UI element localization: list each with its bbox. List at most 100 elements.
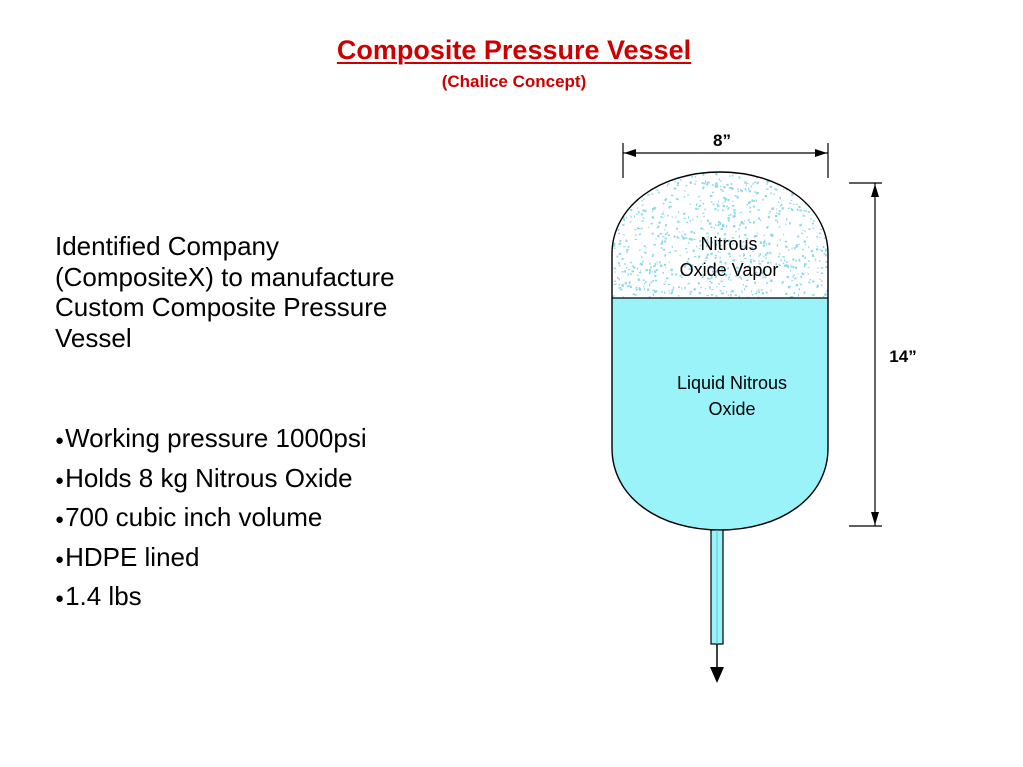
vapor-speckle: [621, 284, 624, 287]
vapor-speckle: [720, 280, 723, 283]
vapor-speckle: [753, 260, 756, 262]
vapor-speckle: [699, 195, 701, 197]
vapor-speckle: [730, 291, 733, 293]
vapor-speckle: [792, 258, 795, 261]
vapor-speckle: [635, 288, 638, 291]
vapor-speckle: [751, 294, 754, 296]
vapor-speckle: [643, 286, 645, 288]
vapor-speckle: [775, 263, 777, 266]
vapor-speckle: [816, 213, 819, 216]
vapor-speckle: [766, 281, 768, 284]
vapor-speckle: [721, 190, 724, 192]
vapor-speckle: [685, 185, 688, 187]
vapor-speckle: [757, 209, 760, 211]
vapor-speckle: [652, 289, 655, 292]
vapor-speckle: [762, 277, 764, 279]
vapor-speckle: [767, 179, 770, 182]
vapor-speckle: [791, 247, 793, 250]
vapor-speckle: [817, 172, 819, 174]
vapor-speckle: [640, 173, 644, 176]
vapor-speckle: [766, 182, 768, 185]
vapor-speckle: [702, 237, 704, 239]
vapor-speckle: [699, 244, 702, 247]
vapor-speckle: [804, 263, 807, 265]
vapor-speckle: [822, 194, 824, 196]
vapor-speckle: [651, 193, 654, 195]
vapor-speckle: [797, 273, 799, 275]
vapor-speckle: [647, 183, 650, 186]
vapor-speckle: [614, 283, 617, 285]
vapor-speckle: [648, 283, 651, 287]
vapor-speckle: [629, 261, 633, 264]
vapor-speckle: [753, 173, 755, 175]
vapor-speckle: [667, 214, 669, 217]
vapor-speckle: [810, 175, 812, 177]
vapor-speckle: [702, 273, 704, 277]
vapor-speckle: [804, 192, 806, 194]
vapor-speckle: [676, 184, 679, 186]
vapor-speckle: [803, 264, 806, 268]
vapor-speckle: [781, 207, 784, 210]
vapor-speckle: [613, 196, 615, 198]
vapor-speckle: [708, 273, 710, 276]
vapor-speckle: [722, 205, 725, 208]
vapor-speckle: [717, 232, 719, 235]
vapor-speckle: [720, 188, 723, 191]
vapor-speckle: [681, 272, 684, 275]
vapor-speckle: [796, 203, 798, 206]
vapor-speckle: [684, 286, 686, 289]
vapor-speckle: [639, 288, 642, 291]
vapor-speckle: [728, 243, 731, 246]
vapor-speckle: [824, 250, 826, 252]
outlet-arrow-icon: [710, 667, 724, 683]
vapor-speckle: [765, 188, 769, 190]
vapor-speckle: [730, 213, 732, 216]
vapor-speckle: [665, 224, 667, 227]
vapor-speckle: [723, 186, 726, 189]
vapor-speckle: [799, 283, 802, 286]
vapor-speckle: [694, 175, 697, 178]
vapor-speckle: [613, 280, 617, 282]
vapor-speckle: [712, 270, 714, 273]
vapor-speckle: [649, 262, 651, 265]
vapor-speckle: [715, 224, 717, 227]
vapor-speckle: [702, 187, 704, 190]
vapor-speckle: [641, 204, 644, 206]
vapor-speckle: [752, 200, 755, 202]
vapor-speckle: [644, 288, 646, 290]
vapor-speckle: [744, 187, 747, 191]
vapor-speckle: [688, 237, 691, 241]
vapor-speckle: [662, 272, 664, 274]
vapor-speckle: [650, 172, 652, 175]
vapor-speckle: [812, 294, 814, 297]
vapor-speckle: [761, 271, 764, 275]
vapor-speckle: [812, 178, 815, 180]
vapor-speckle: [791, 280, 794, 282]
vapor-speckle: [635, 286, 638, 289]
vapor-speckle: [827, 199, 828, 202]
vapor-speckle: [764, 195, 768, 197]
vapor-speckle: [748, 201, 751, 203]
vapor-speckle: [782, 178, 785, 180]
vapor-speckle: [808, 281, 811, 284]
vapor-speckle: [638, 233, 641, 235]
vapor-speckle: [785, 292, 788, 295]
vapor-speckle: [645, 281, 647, 283]
vapor-speckle: [615, 204, 618, 206]
vapor-speckle: [668, 234, 670, 236]
vapor-speckle: [631, 181, 634, 183]
vapor-speckle: [683, 212, 686, 215]
vapor-speckle: [715, 256, 718, 259]
vapor-speckle: [615, 195, 618, 198]
vapor-speckle: [753, 205, 756, 208]
vapor-speckle: [792, 266, 795, 269]
vapor-speckle: [631, 270, 634, 273]
vapor-speckle: [738, 295, 740, 298]
vapor-speckle: [693, 274, 695, 276]
vapor-speckle: [729, 175, 731, 178]
vapor-speckle: [742, 241, 745, 243]
vapor-speckle: [790, 208, 793, 210]
vapor-speckle: [715, 239, 717, 242]
vapor-speckle: [642, 192, 644, 195]
vapor-speckle: [822, 246, 825, 249]
